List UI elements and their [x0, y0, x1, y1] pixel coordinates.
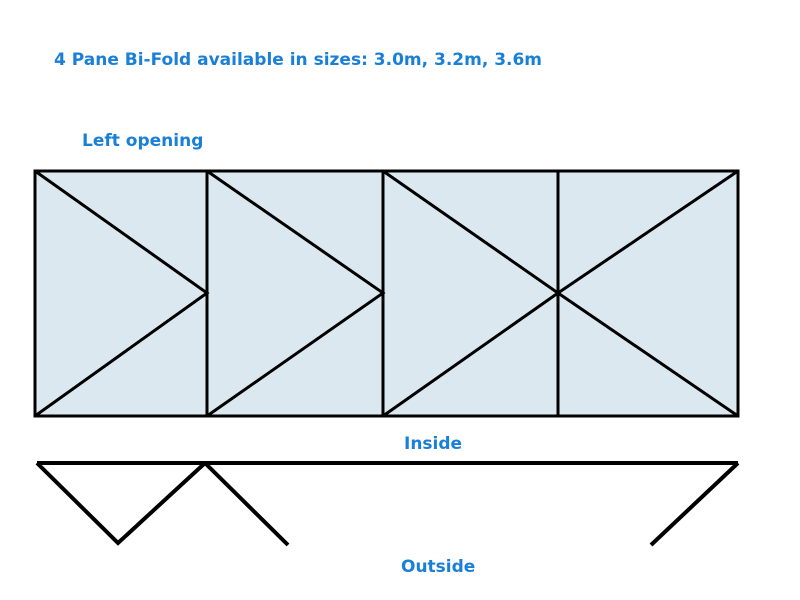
- pane-1-swing-mark: [34, 169, 210, 418]
- inside-label: Inside: [404, 434, 463, 454]
- plan-folded-leaf-1: [35, 461, 207, 546]
- opening-direction-label: Left opening: [82, 131, 204, 151]
- pane-4-swing-mark: [555, 169, 739, 418]
- pane-2-swing-mark: [206, 169, 386, 418]
- diagram-title: 4 Pane Bi-Fold available in sizes: 3.0m,…: [54, 50, 543, 70]
- plan-view: [35, 461, 740, 547]
- outside-label: Outside: [401, 557, 476, 577]
- plan-folded-leaf-2: [203, 461, 290, 547]
- door-frame: [33, 169, 740, 418]
- front-elevation: [33, 169, 740, 418]
- plan-folded-leaf-3: [649, 461, 740, 547]
